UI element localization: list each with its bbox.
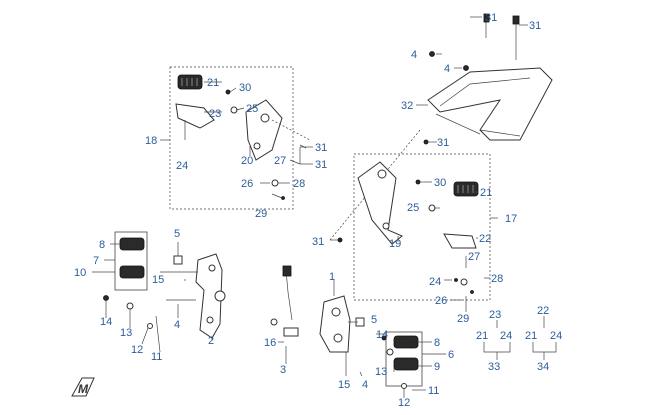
logo-letter: M	[78, 382, 89, 396]
callout-26: 26	[435, 295, 447, 307]
callout-4: 4	[411, 49, 417, 61]
callout-29: 29	[457, 313, 469, 325]
callout-27: 27	[274, 155, 286, 167]
callout-5: 5	[371, 314, 377, 326]
callout-21: 21	[476, 330, 488, 342]
callout-16: 16	[264, 337, 276, 349]
footpeg-upper-left	[175, 74, 215, 140]
callout-12: 12	[131, 344, 143, 356]
callout-30: 30	[434, 177, 446, 189]
callout-12: 12	[398, 397, 410, 409]
callout-24: 24	[429, 276, 441, 288]
callout-7: 7	[93, 255, 99, 267]
footpeg-lower-right	[393, 335, 419, 349]
callout-21: 21	[525, 330, 537, 342]
callout-15: 15	[152, 274, 164, 286]
callout-31: 31	[437, 137, 449, 149]
callout-4: 4	[362, 379, 368, 391]
manufacturer-logo: M	[71, 377, 95, 397]
callout-31: 31	[485, 12, 497, 24]
assembly-box-right	[353, 153, 491, 301]
callout-27: 27	[468, 251, 480, 263]
callout-19: 19	[389, 238, 401, 250]
assembly-box-upper-left	[169, 66, 294, 210]
luggage-rack	[427, 67, 553, 141]
callout-31: 31	[315, 142, 327, 154]
callout-21: 21	[207, 77, 219, 89]
callout-10: 10	[74, 267, 86, 279]
callout-8: 8	[434, 337, 440, 349]
callout-17: 17	[505, 213, 517, 225]
callout-33: 33	[488, 361, 500, 373]
callout-4: 4	[444, 63, 450, 75]
callout-18: 18	[145, 135, 157, 147]
callout-14: 14	[100, 316, 112, 328]
shift-rod	[285, 269, 293, 321]
callout-8: 8	[99, 239, 105, 251]
callout-31: 31	[315, 159, 327, 171]
callout-13: 13	[375, 366, 387, 378]
callout-28: 28	[293, 178, 305, 190]
callout-24: 24	[176, 160, 188, 172]
callout-2: 2	[208, 335, 214, 347]
assembly-box-lower-left	[114, 231, 148, 291]
callout-25: 25	[246, 103, 258, 115]
callout-20: 20	[241, 155, 253, 167]
callout-30: 30	[239, 82, 251, 94]
callout-15: 15	[338, 379, 350, 391]
callout-6: 6	[448, 349, 454, 361]
footrest-bracket-right	[357, 161, 403, 245]
callout-28: 28	[491, 273, 503, 285]
callout-23: 23	[209, 108, 221, 120]
callout-34: 34	[537, 361, 549, 373]
callout-13: 13	[120, 327, 132, 339]
callout-25: 25	[407, 202, 419, 214]
bolt-31-top-a	[483, 13, 490, 23]
bolt-5-left	[173, 255, 183, 265]
footpeg-right	[443, 181, 479, 249]
callout-24: 24	[550, 330, 562, 342]
callout-9: 9	[434, 361, 440, 373]
callout-5: 5	[174, 228, 180, 240]
callout-29: 29	[255, 208, 267, 220]
callout-11: 11	[428, 385, 439, 397]
callout-1: 1	[329, 271, 335, 283]
callout-31: 31	[312, 236, 324, 248]
callout-23: 23	[489, 309, 501, 321]
callout-21: 21	[480, 187, 492, 199]
callout-4: 4	[174, 319, 180, 331]
callout-22: 22	[479, 233, 491, 245]
bolt-31-top-b	[512, 15, 520, 25]
callout-31: 31	[529, 20, 541, 32]
callout-26: 26	[241, 178, 253, 190]
callout-32: 32	[401, 100, 413, 112]
callout-14: 14	[376, 329, 388, 341]
footpeg-lower-left	[119, 237, 145, 251]
footrest-mount-plate-center	[319, 295, 351, 353]
callout-3: 3	[280, 364, 286, 376]
callout-24: 24	[500, 330, 512, 342]
callout-11: 11	[151, 351, 162, 363]
callout-22: 22	[537, 305, 549, 317]
